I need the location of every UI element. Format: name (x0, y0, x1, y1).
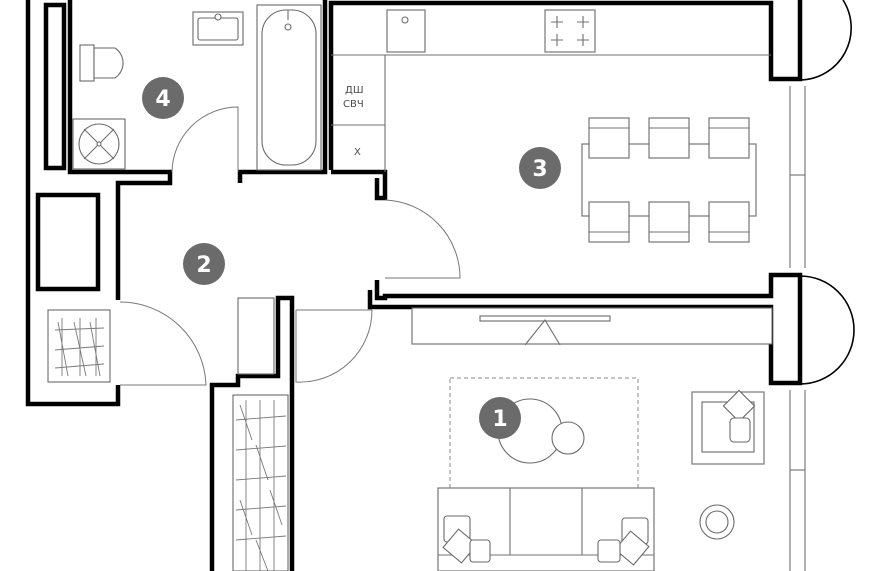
armchair-pillow (729, 417, 751, 443)
living-door (295, 309, 373, 383)
room-badge-1: 1 (479, 397, 521, 439)
room-number: 4 (155, 87, 170, 112)
balcony-arc-bottom (799, 275, 855, 385)
sink-basin (197, 17, 239, 41)
cooktop (544, 9, 596, 53)
room-badge-circle (183, 243, 225, 285)
room-number: 1 (492, 407, 507, 432)
closet-wall (35, 192, 101, 292)
bathtub-inner (261, 9, 317, 166)
living-room-fixtures (411, 307, 773, 571)
room-number: 3 (532, 157, 547, 182)
floor-lamp-inner (705, 510, 729, 534)
toilet-bowl-icon (93, 47, 124, 79)
corridor-fixtures (47, 297, 289, 571)
sofa-pillow (442, 528, 478, 564)
wardrobe-hangers (235, 400, 287, 571)
room-badge-2: 2 (183, 243, 225, 285)
dishwasher-label: ДШ (345, 85, 364, 96)
drum-center (96, 141, 102, 147)
room-badge-4: 4 (142, 77, 184, 119)
microwave-label: СВЧ (343, 99, 364, 110)
tv-view-lines (524, 319, 561, 346)
room-badge-circle (142, 77, 184, 119)
fridge-label: Х (354, 147, 361, 158)
kitchen-top-wall (328, 0, 803, 170)
room-number: 2 (196, 253, 211, 278)
armchair-pillow (722, 389, 756, 423)
chair (648, 117, 690, 159)
walls (25, 0, 803, 571)
chair (708, 117, 750, 159)
kitchen-left-wall (331, 169, 388, 201)
chair (588, 117, 630, 159)
chair (708, 201, 750, 243)
sink-tap-icon (401, 16, 409, 24)
bathroom-door (171, 106, 239, 173)
room-badge-3: 3 (519, 147, 561, 189)
left-wall-column (43, 2, 67, 171)
sofa-pillow (597, 539, 621, 563)
room-badge-circle (519, 147, 561, 189)
windows (789, 0, 855, 571)
wardrobe-corridor (232, 394, 289, 571)
shoe-cabinet (237, 297, 275, 375)
chair (648, 201, 690, 243)
bathroom-wall (67, 0, 173, 300)
room-badge-circle (479, 397, 521, 439)
kitchen-door (384, 199, 461, 279)
sofa-pillow (469, 539, 491, 563)
kitchen-bottom-wall (367, 272, 803, 386)
entrance-door (119, 301, 207, 386)
burner-icons (551, 16, 589, 46)
tv-stand (411, 307, 773, 345)
toilet-tank (79, 44, 95, 82)
kitchen-sink (386, 9, 426, 53)
sofa-pillow (614, 530, 650, 566)
kitchen-fixtures: ДШ СВЧ Х (331, 9, 771, 243)
drain-icon (284, 23, 292, 31)
corridor-partition-wall (209, 295, 295, 571)
bathroom-right-wall (237, 0, 328, 183)
bathroom-fixtures (72, 4, 322, 171)
outer-left-wall (25, 0, 121, 407)
balcony-arc-top (799, 0, 852, 81)
faucet-icon (214, 13, 222, 21)
doors (119, 106, 461, 386)
dining-chairs (588, 117, 750, 243)
chair (588, 201, 630, 243)
wardrobe-hangers (54, 318, 105, 377)
side-table (551, 421, 585, 455)
